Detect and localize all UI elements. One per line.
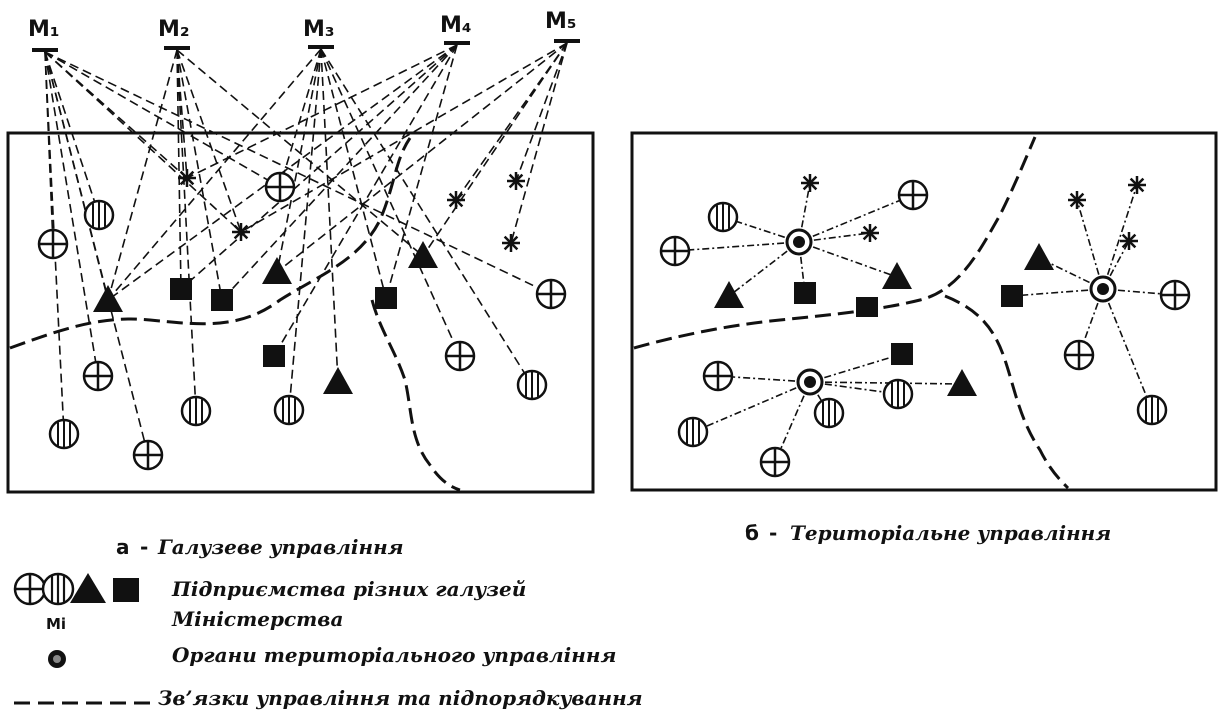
caption-b-text: Територіальне управління xyxy=(790,521,1111,545)
ministry-1-label: M₁ xyxy=(28,17,60,42)
striped-circle-icon xyxy=(813,397,845,429)
asterisk-icon xyxy=(502,234,520,252)
legend-cross-circle-icon xyxy=(13,572,47,606)
striped-circle-icon xyxy=(83,199,115,231)
panel-a-boundary xyxy=(9,137,412,350)
striped-circle-icon xyxy=(677,416,709,448)
legend-ministries-symbol: Mi xyxy=(46,615,66,633)
cross-circle-icon xyxy=(444,340,476,372)
legend-links-text: Зв’язки управління та підпорядкування xyxy=(158,686,643,710)
cross-circle-icon xyxy=(82,360,114,392)
organ-icon xyxy=(796,368,824,396)
ministry-3: M₃ xyxy=(303,17,335,49)
cross-circle-icon xyxy=(759,446,791,478)
square-icon xyxy=(891,343,913,365)
legend: Підприємства різних галузей Mi Міністерс… xyxy=(13,572,643,710)
links-b xyxy=(674,182,1176,463)
asterisk-icon xyxy=(801,174,819,192)
legend-square-icon xyxy=(113,578,139,602)
enterprises-b xyxy=(659,174,1191,478)
caption-b-letter: б xyxy=(745,521,759,545)
striped-circle-icon xyxy=(1136,394,1168,426)
striped-circle-icon xyxy=(273,394,305,426)
asterisk-icon xyxy=(447,191,465,209)
cross-circle-icon xyxy=(1159,279,1191,311)
striped-circle-icon xyxy=(707,201,739,233)
asterisk-icon xyxy=(1068,191,1086,209)
panel-a-boundary-2 xyxy=(370,299,461,492)
triangle-icon xyxy=(1024,243,1054,270)
panel-a-frame xyxy=(6,131,595,494)
square-icon xyxy=(375,287,397,309)
asterisk-icon xyxy=(861,224,879,242)
ministry-2: M₂ xyxy=(158,17,190,50)
asterisk-icon xyxy=(1120,232,1138,250)
legend-ministries-text: Міністерства xyxy=(171,607,343,631)
caption-b: б - Територіальне управління xyxy=(745,521,1111,545)
asterisk-icon xyxy=(232,223,250,241)
striped-circle-icon xyxy=(516,369,548,401)
square-icon xyxy=(856,297,878,317)
cross-circle-icon xyxy=(702,360,734,392)
legend-organ-icon xyxy=(48,650,66,668)
legend-enterprises: Підприємства різних галузей xyxy=(13,572,526,606)
legend-ministries: Mi Міністерства xyxy=(46,607,343,633)
panel-b-boundary-left xyxy=(633,136,1037,350)
panel-b xyxy=(630,131,1218,492)
asterisk-icon xyxy=(1128,176,1146,194)
cross-circle-icon xyxy=(535,278,567,310)
square-icon xyxy=(170,278,192,300)
triangle-icon xyxy=(408,241,438,268)
panel-a xyxy=(6,42,595,494)
legend-enterprises-text: Підприємства різних галузей xyxy=(171,577,526,601)
cross-circle-icon xyxy=(897,179,929,211)
triangle-icon xyxy=(262,257,292,284)
caption-a-text: Галузеве управління xyxy=(157,535,404,559)
territorial-organs xyxy=(785,228,1117,396)
triangle-icon xyxy=(882,262,912,289)
cross-circle-icon xyxy=(1063,339,1095,371)
ministry-2-label: M₂ xyxy=(158,17,190,42)
legend-links: Зв’язки управління та підпорядкування xyxy=(14,686,643,710)
asterisk-icon xyxy=(178,169,196,187)
asterisk-icon xyxy=(507,172,525,190)
ministries: M₁ M₂ M₃ M₄ M₅ xyxy=(28,9,580,52)
striped-circle-icon xyxy=(180,395,212,427)
striped-circle-icon xyxy=(882,378,914,410)
triangle-icon xyxy=(947,369,977,396)
enterprises-a xyxy=(37,169,567,471)
legend-triangle-icon xyxy=(70,573,106,603)
caption-b-sep: - xyxy=(769,521,777,545)
square-icon xyxy=(211,289,233,311)
ministry-5-label: M₅ xyxy=(545,9,577,34)
organ-icon xyxy=(1089,275,1117,303)
cross-circle-icon xyxy=(132,439,164,471)
legend-organs-text: Органи територіального управління xyxy=(172,643,616,667)
legend-organs: Органи територіального управління xyxy=(48,643,616,668)
links-a xyxy=(44,42,568,456)
panel-b-boundary-right xyxy=(944,294,1070,490)
ministry-1: M₁ xyxy=(28,17,60,52)
square-icon xyxy=(263,345,285,367)
cross-circle-icon xyxy=(659,235,691,267)
square-icon xyxy=(1001,285,1023,307)
ministry-4: M₄ xyxy=(440,13,472,45)
cross-circle-icon xyxy=(37,228,69,260)
caption-a-letter: а xyxy=(116,535,130,559)
cross-circle-icon xyxy=(264,171,296,203)
triangle-icon xyxy=(323,367,353,394)
caption-a: а - Галузеве управління xyxy=(116,535,404,559)
organ-icon xyxy=(785,228,813,256)
ministry-3-label: M₃ xyxy=(303,17,335,42)
caption-a-sep: - xyxy=(140,535,148,559)
triangle-icon xyxy=(93,285,123,312)
striped-circle-icon xyxy=(48,418,80,450)
ministry-5: M₅ xyxy=(545,9,580,43)
triangle-icon xyxy=(714,281,744,308)
ministry-4-label: M₄ xyxy=(440,13,472,38)
square-icon xyxy=(794,282,816,304)
panel-b-frame xyxy=(630,131,1218,492)
legend-striped-circle-icon xyxy=(41,572,75,606)
